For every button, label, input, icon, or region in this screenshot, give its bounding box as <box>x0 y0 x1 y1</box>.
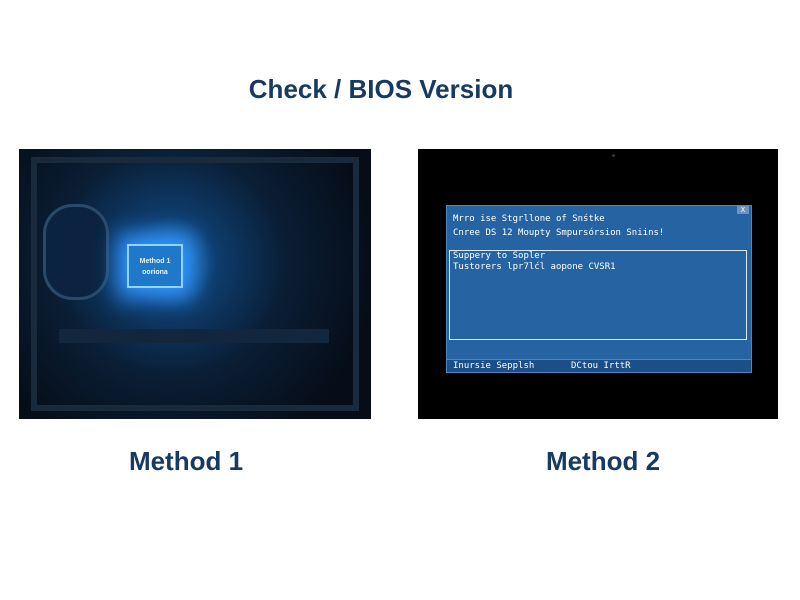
info-box: Suppery to Sopler Tustorers lpr7lćl aopo… <box>449 250 747 340</box>
status-left: Inursie Sepplsh <box>453 361 535 371</box>
close-icon[interactable]: X <box>737 206 749 214</box>
header-line: Mrro ise Stgrllone of Snśtke <box>453 214 605 224</box>
status-bar: Inursie Sepplsh DCtou IrttR <box>447 359 751 372</box>
method1-motherboard-image: Method 1 ooriona <box>19 149 371 419</box>
method2-monitor-image: X Mrro ise Stgrllone of Snśtke Cnree DS … <box>418 149 778 419</box>
info-line: Tustorers lpr7lćl aopone CVSR1 <box>453 262 616 272</box>
chip-label: Method 1 <box>139 258 171 265</box>
header-line: Cnree DS 12 Moupty Smpursórsion Sniins! <box>453 228 665 238</box>
method2-caption: Method 2 <box>545 446 661 476</box>
webcam-icon <box>612 154 615 157</box>
status-right: DCtou IrttR <box>571 361 631 371</box>
chip-sublabel: ooriona <box>142 269 168 276</box>
bios-chip: Method 1 ooriona <box>127 244 183 288</box>
fan-icon <box>43 204 109 300</box>
case-frame <box>31 157 359 411</box>
expansion-slot <box>59 329 329 343</box>
info-line: Suppery to Sopler <box>453 251 546 261</box>
method1-caption: Method 1 <box>128 446 244 476</box>
bios-window: X Mrro ise Stgrllone of Snśtke Cnree DS … <box>446 205 752 373</box>
page-title: Check / BIOS Version <box>248 74 514 104</box>
window-header: Mrro ise Stgrllone of Snśtke Cnree DS 12… <box>453 212 664 240</box>
